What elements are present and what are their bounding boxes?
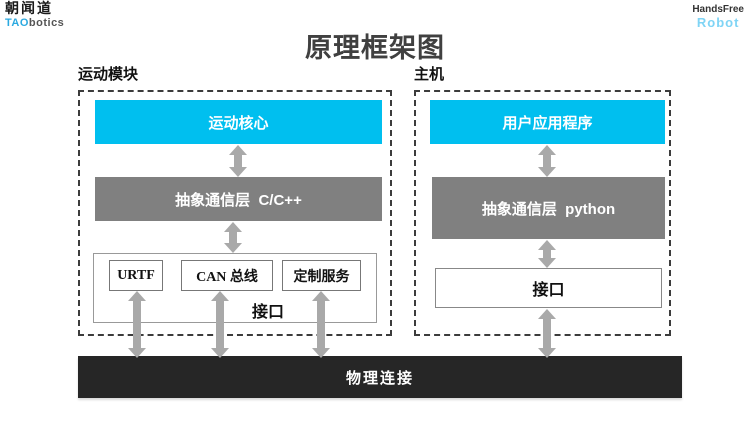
double-arrow-icon (128, 291, 146, 358)
host-container (414, 90, 671, 336)
motion-comm-layer-block: 抽象通信层 C/C++ (95, 177, 382, 221)
user-application-block: 用户应用程序 (430, 100, 665, 144)
motion-core-block: 运动核心 (95, 100, 382, 144)
double-arrow-icon (312, 291, 330, 358)
brand-botics-text: botics (28, 17, 65, 30)
urtf-box: URTF (109, 260, 163, 291)
double-arrow-icon (538, 309, 556, 358)
double-arrow-icon (538, 145, 556, 177)
motion-module-label: 运动模块 (78, 66, 139, 83)
host-interface-block: 接口 (435, 268, 662, 308)
handsfree-text: HandsFree (692, 4, 744, 15)
motion-interface-group: URTF CAN 总线 定制服务 接口 (93, 253, 377, 323)
custom-service-box: 定制服务 (282, 260, 361, 291)
host-comm-layer-block: 抽象通信层 python (432, 177, 665, 239)
taobotics-logo: 朝闻道 TAObotics (5, 1, 64, 29)
handsfree-robot-logo: HandsFree Robot (692, 4, 744, 30)
double-arrow-icon (538, 240, 556, 268)
double-arrow-icon (211, 291, 229, 358)
can-bus-box: CAN 总线 (181, 260, 273, 291)
brand-en-name: TAObotics (5, 17, 64, 29)
brand-cn-name: 朝闻道 (5, 1, 53, 17)
page-title: 原理框架图 (305, 33, 445, 63)
physical-connection-bar: 物理连接 (78, 356, 682, 398)
double-arrow-icon (224, 222, 242, 253)
motion-module-container (78, 90, 392, 336)
host-label: 主机 (414, 66, 445, 83)
brand-tao-text: TAO (5, 17, 29, 30)
robot-text: Robot (696, 14, 740, 30)
motion-interface-label: 接口 (252, 304, 285, 321)
double-arrow-icon (229, 145, 247, 177)
